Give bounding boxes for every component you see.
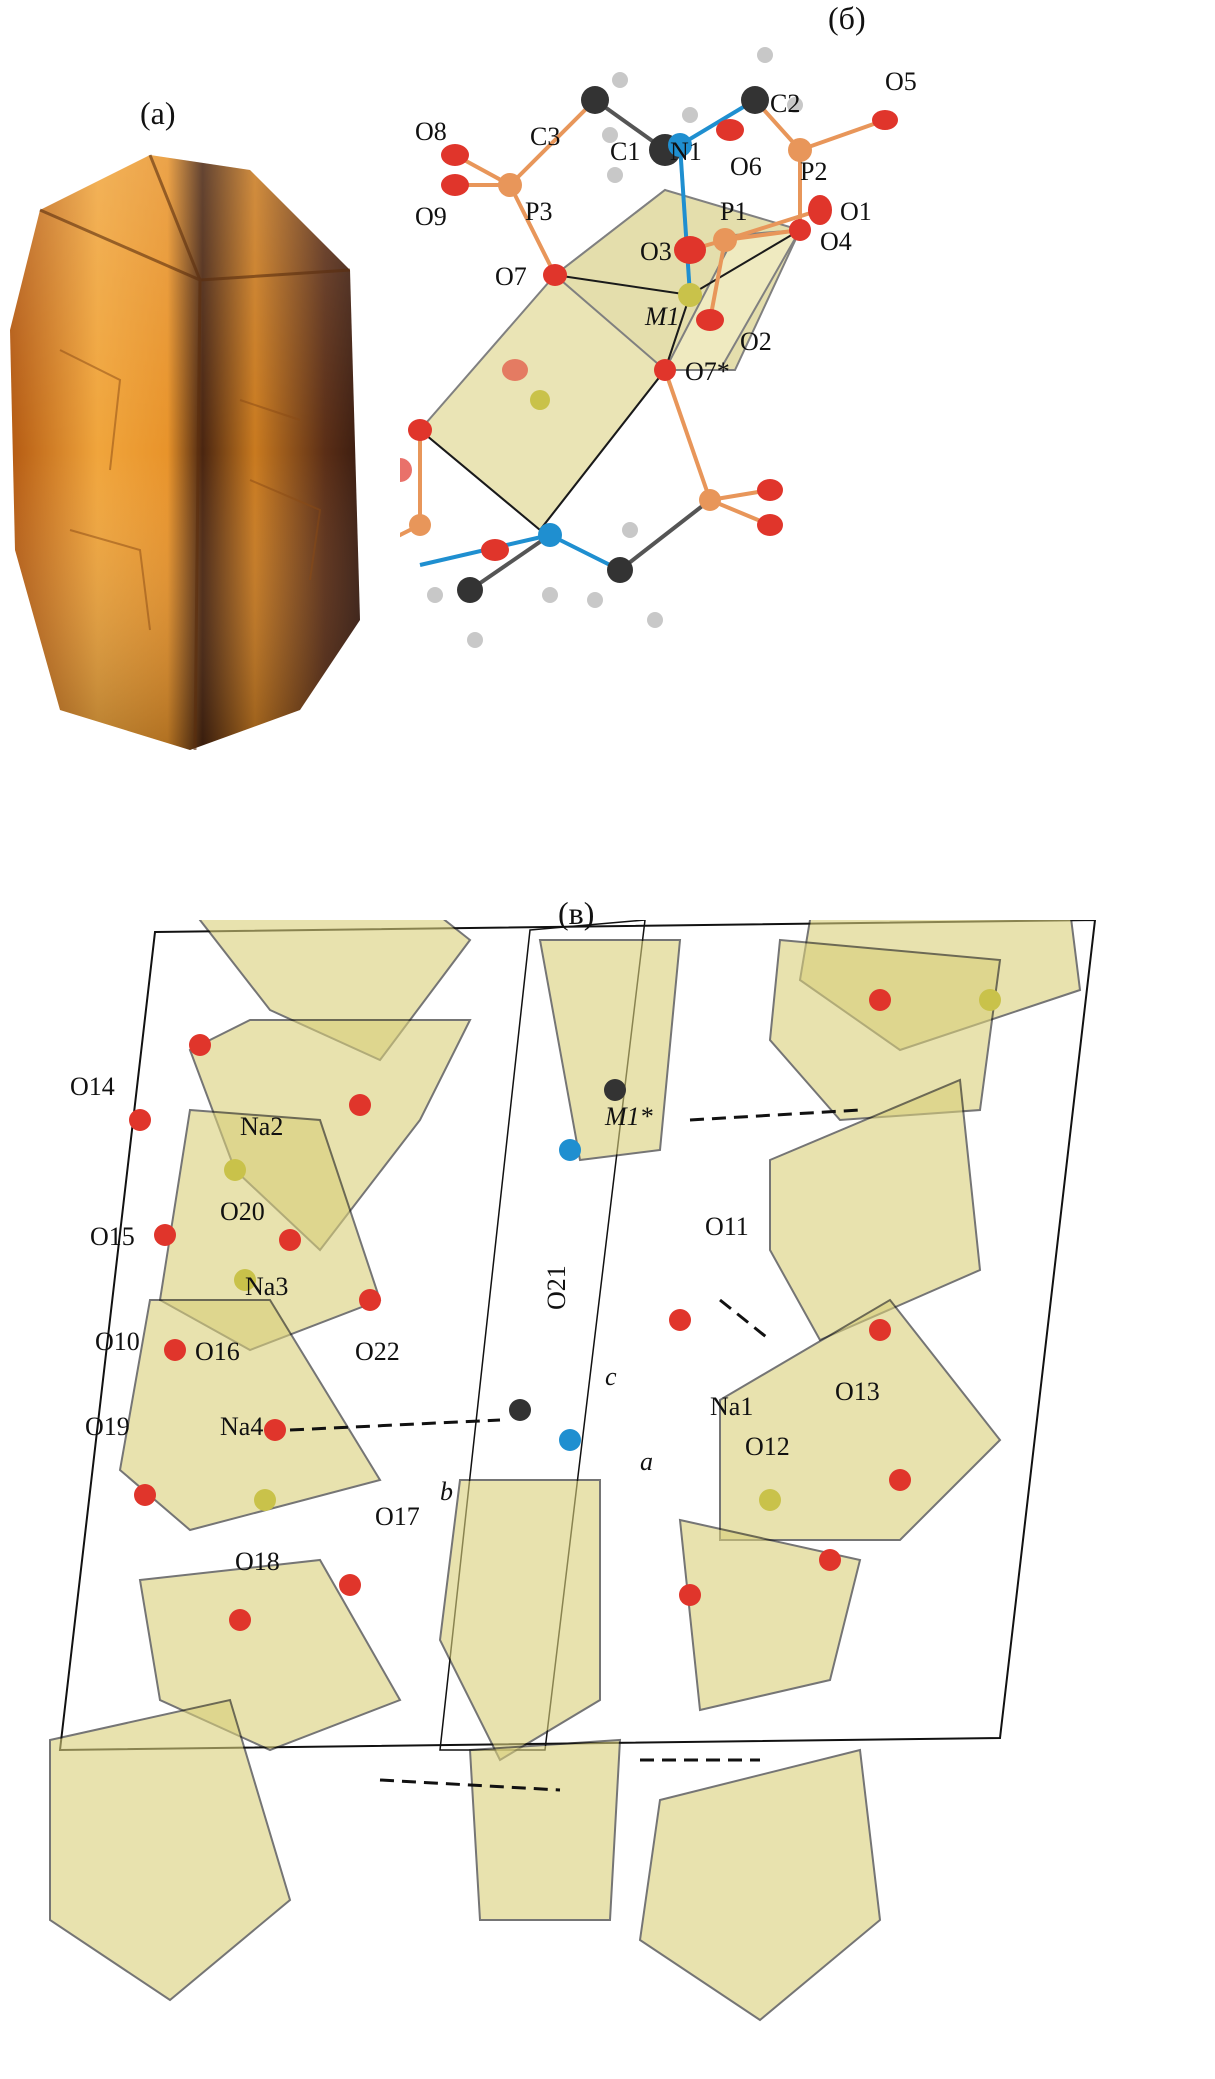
atom-label-o7-star: O7*	[685, 357, 730, 386]
atom-label-m1: M1	[644, 302, 680, 331]
atom-label-n1: N1	[670, 137, 702, 166]
axis-label-c: c	[605, 1362, 617, 1391]
atom-label-o10: O10	[95, 1327, 140, 1356]
atom-label-na1: Na1	[710, 1392, 753, 1421]
atom-label-na3: Na3	[245, 1272, 288, 1301]
atom-label-o12: O12	[745, 1432, 790, 1461]
panel-label-a: (а)	[140, 95, 176, 131]
atom-label-p1: P1	[720, 197, 747, 226]
packing-atoms	[129, 989, 1001, 1631]
atom-label-o6: O6	[730, 152, 762, 181]
atom-label-c2: C2	[770, 89, 800, 118]
atom-label-c1: C1	[610, 137, 640, 166]
atom-label-m1-star-2: M1*	[604, 1102, 653, 1131]
molecular-structure-diagram: C3 C1 N1 C2 O5 O8 O6 P2 O9 P3 P1 O1 O3 O…	[400, 47, 917, 648]
atom-label-o13: O13	[835, 1377, 880, 1406]
axis-label-a: a	[640, 1447, 653, 1476]
atom-label-p2: P2	[800, 157, 827, 186]
atom-label-o1: O1	[840, 197, 872, 226]
atom-label-o19: O19	[85, 1412, 130, 1441]
atom-label-na2: Na2	[240, 1112, 283, 1141]
atom-label-o4: O4	[820, 227, 852, 256]
atom-label-p3: P3	[525, 197, 552, 226]
coordination-polyhedron	[418, 188, 802, 532]
atom-label-o8: O8	[415, 117, 447, 146]
hydrogen-bonds	[289, 1108, 861, 1792]
unit-cell	[58, 920, 1097, 1752]
atom-label-o14: O14	[70, 1072, 115, 1101]
atom-label-o20: O20	[220, 1197, 265, 1226]
atom-label-o9: O9	[415, 202, 447, 231]
atom-label-o3: O3	[640, 237, 672, 266]
atom-label-o15: O15	[90, 1222, 135, 1251]
atom-label-o11: O11	[705, 1212, 749, 1241]
atoms	[400, 47, 898, 648]
atom-label-o21: O21	[542, 1265, 571, 1310]
atom-label-o17: O17	[375, 1502, 420, 1531]
atom-label-c3: C3	[530, 122, 560, 151]
crystal-packing-diagram: M1 M1* M1* O14 Na2 O20 O15 Na3 O10 O16 O…	[49, 920, 1097, 2022]
na-polyhedra	[49, 920, 1082, 2022]
atom-label-o2: O2	[740, 327, 772, 356]
atom-label-o22: O22	[355, 1337, 400, 1366]
atom-label-o16: O16	[195, 1337, 240, 1366]
atom-label-o18: O18	[235, 1547, 280, 1576]
panel-label-b: (б)	[828, 0, 866, 36]
atom-label-na4: Na4	[220, 1412, 263, 1441]
crystal-photo	[10, 154, 360, 751]
atom-label-o7: O7	[495, 262, 527, 291]
atom-label-o5: O5	[885, 67, 917, 96]
axis-label-b: b	[440, 1477, 453, 1506]
